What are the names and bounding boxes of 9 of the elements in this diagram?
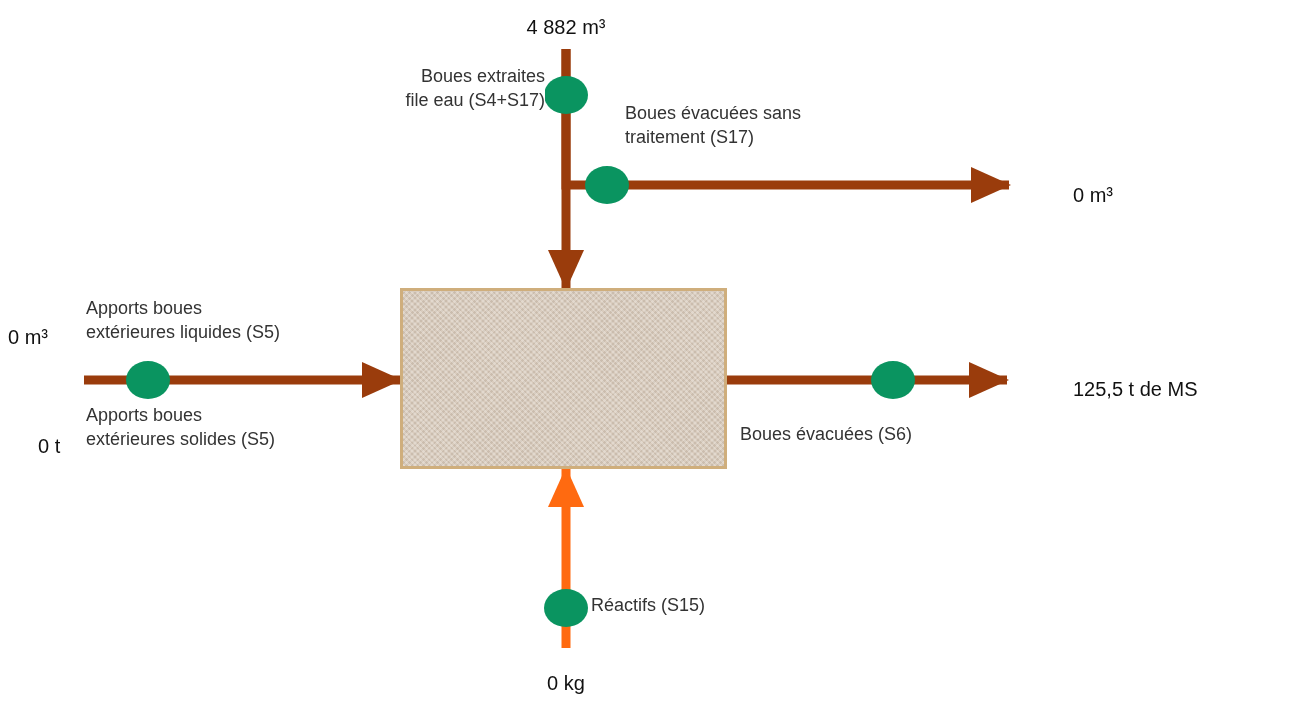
flow-value: 4 882 m³ xyxy=(526,16,606,39)
flow-arrow xyxy=(84,362,402,398)
flow-value: 0 m³ xyxy=(1073,184,1113,207)
flow-value: 125,5 t de MS xyxy=(1073,378,1198,401)
process-box xyxy=(400,288,727,469)
flow-value: 0 m³ xyxy=(8,326,48,349)
flow-value: 0 kg xyxy=(547,672,585,695)
flow-value: 0 t xyxy=(38,435,61,458)
flow-arrow xyxy=(561,49,1011,203)
